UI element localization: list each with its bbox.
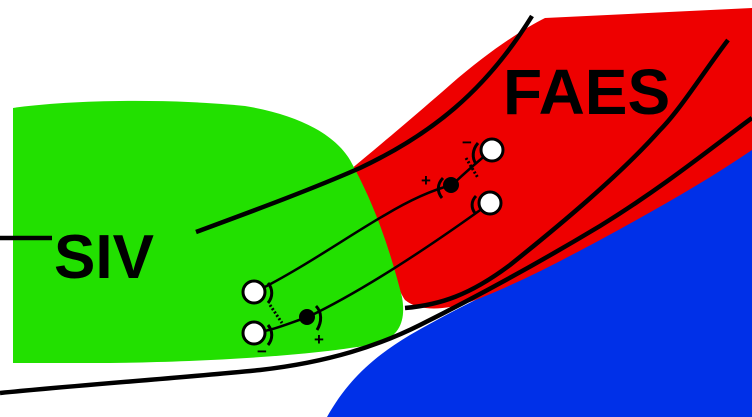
- upper-electrode-cup-right: [471, 142, 480, 165]
- lower-electrode-cup-bottom: [266, 324, 274, 346]
- lower-filled-electrode: [299, 309, 315, 325]
- blue-region: [327, 133, 752, 417]
- lower-electrode-cup-right: [314, 304, 323, 331]
- lower-open-electrode-bottom: [241, 320, 267, 346]
- lower-electrode-wire: [253, 201, 491, 335]
- lower-plus-sign: +: [314, 330, 324, 349]
- upper-electrode-cup-low: [470, 194, 478, 214]
- upper-electrode-wire: [254, 149, 493, 294]
- siv-region: [13, 100, 404, 364]
- lower-minus-sign: −: [257, 342, 267, 361]
- upper-plus-sign: +: [421, 171, 431, 190]
- faes-label: FAES: [503, 56, 670, 128]
- lower-electrode-pair: + −: [241, 279, 324, 361]
- upper-filled-electrode: [443, 177, 459, 193]
- lower-open-electrode-top: [241, 279, 267, 305]
- siv-label: SIV: [54, 223, 154, 292]
- lower-boundary-line: [0, 116, 752, 396]
- upper-electrode-cup-left: [436, 176, 445, 199]
- upper-minus-sign: −: [462, 133, 472, 152]
- upper-boundary-line: [0, 14, 534, 241]
- faes-region: [350, 8, 752, 309]
- lower-electrode-cup-top: [266, 282, 274, 304]
- upper-open-electrode-top: [479, 137, 505, 163]
- faes-blue-boundary-line: [404, 38, 730, 311]
- upper-open-electrode-bottom: [477, 190, 503, 216]
- upper-electrode-pair: + −: [421, 133, 505, 216]
